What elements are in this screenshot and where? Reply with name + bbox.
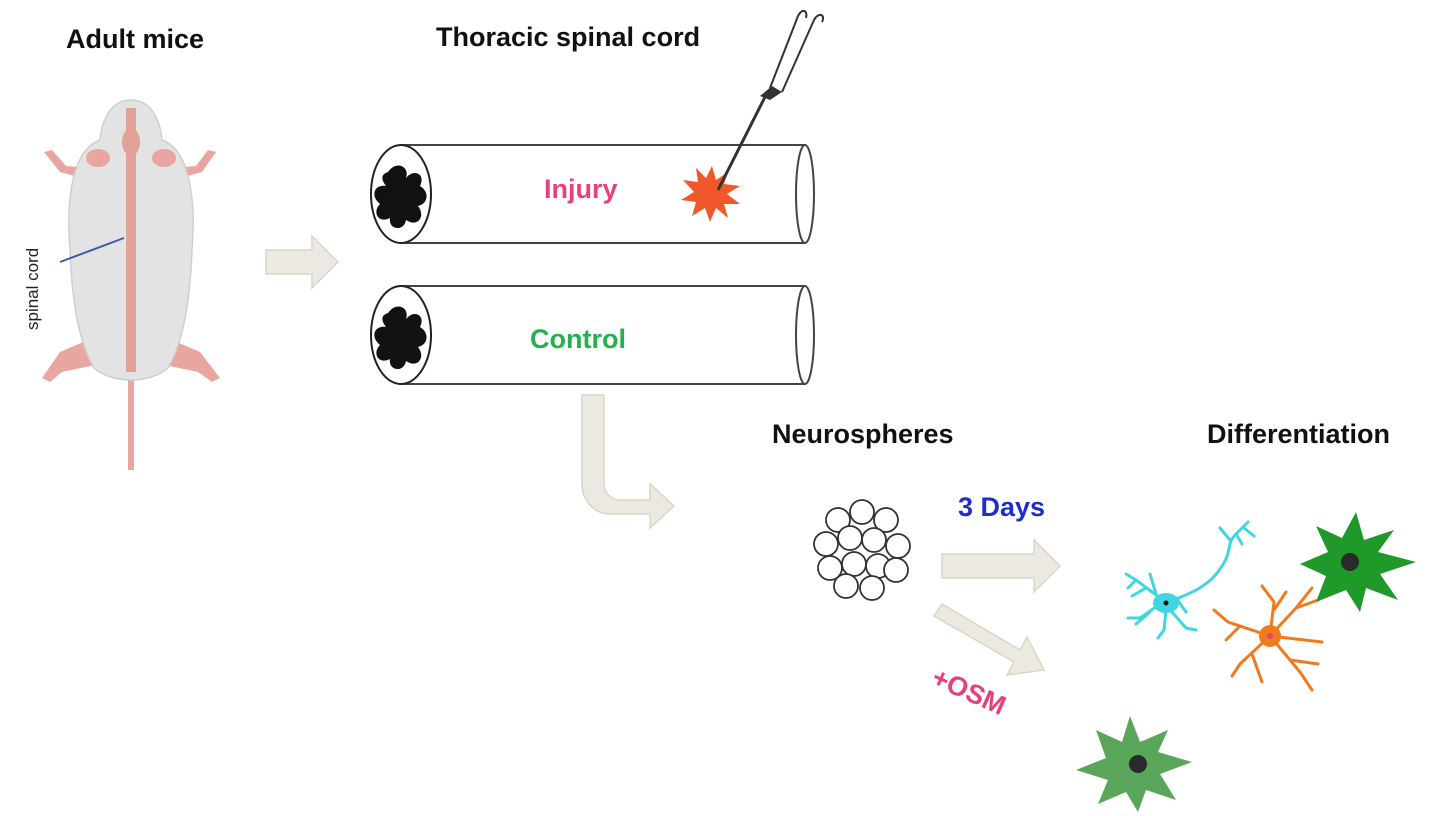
arrow-osm <box>934 604 1044 675</box>
mouse-ear-right <box>152 149 176 167</box>
control-label: Control <box>530 324 626 354</box>
osm-label: +OSM <box>928 662 1011 721</box>
astrocyte-cell-top <box>1300 512 1416 612</box>
mouse-ear-left <box>86 149 110 167</box>
mouse-tail <box>128 370 134 470</box>
three-days-label: 3 Days <box>958 492 1045 522</box>
thoracic-spinal-cord-label: Thoracic spinal cord <box>436 22 700 52</box>
neuron-cell <box>1126 522 1254 638</box>
arrow-three-days <box>942 540 1060 592</box>
neurosphere-cluster <box>814 500 910 600</box>
spinal-cord-label: spinal cord <box>23 248 42 330</box>
neurospheres-label: Neurospheres <box>772 419 954 449</box>
adult-mice-label: Adult mice <box>66 24 204 54</box>
arrow-cord-to-neurospheres <box>582 395 674 528</box>
injury-lesion <box>681 166 740 222</box>
oligodendrocyte-cell <box>1214 586 1322 690</box>
differentiation-label: Differentiation <box>1207 419 1390 449</box>
astrocyte-cell-bottom <box>1076 716 1192 812</box>
arrow-mouse-to-cord <box>266 236 338 288</box>
mouse-illustration <box>42 100 220 470</box>
injury-label: Injury <box>544 174 618 204</box>
